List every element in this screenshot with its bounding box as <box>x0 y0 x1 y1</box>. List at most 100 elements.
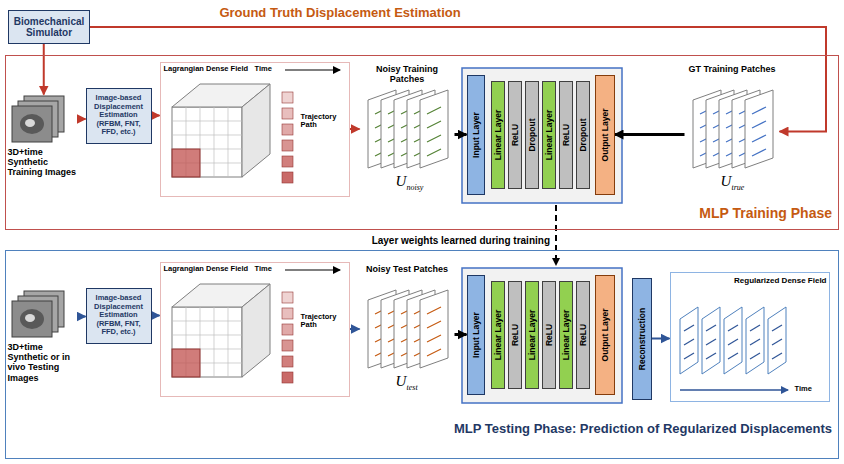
connector-arrow <box>455 333 467 336</box>
node-title: Noisy Training Patches <box>360 64 455 85</box>
trajectory-cell <box>282 108 293 119</box>
drawing-stroke <box>172 121 242 122</box>
image-slice <box>12 301 52 337</box>
connector-arrow <box>455 133 467 136</box>
layer-label: Linear Layer <box>561 309 570 360</box>
node-title: GT Training Patches <box>685 64 780 74</box>
output-layer: Output Layer <box>595 75 615 195</box>
displacement-vector <box>684 353 694 359</box>
connector-arrow <box>43 44 45 95</box>
displacement-vector <box>750 325 760 331</box>
node-label: Biomechanical Simulator <box>12 16 86 39</box>
node-label: noisy <box>407 183 447 192</box>
output-field-panel: Regularized Dense FieldTime <box>670 272 830 402</box>
drawing-stroke <box>228 307 229 377</box>
drawing-stroke <box>214 107 215 177</box>
displacement-vector <box>772 325 782 331</box>
patch-stack: Noisy Training PatchesUnoisy <box>360 62 455 202</box>
trajectory-cell <box>282 156 293 167</box>
trajectory-cell <box>282 356 293 367</box>
phase-panel: MLP Training Phase3D+time Synthetic Trai… <box>5 55 839 230</box>
field-slice <box>746 307 764 374</box>
layer-label: ReLU <box>544 323 553 345</box>
node-label: Time <box>255 65 283 74</box>
drawing-stroke <box>172 321 242 322</box>
linear-layer: Linear Layer <box>559 281 573 389</box>
output-layer: Output Layer <box>595 275 615 395</box>
patch-stack: GT Training PatchesUtrue <box>685 62 780 202</box>
node-label: Image-based Displacement Estimation (RFB… <box>90 294 148 337</box>
tracked-cube <box>172 349 200 377</box>
node-title: MLP Testing Phase: Prediction of Regular… <box>376 422 832 437</box>
estimation-box: Image-based Displacement Estimation (RFB… <box>86 88 152 144</box>
connector-arrow <box>652 338 670 340</box>
layer-label: ReLU <box>578 323 587 345</box>
layer-label: Linear Layer <box>493 309 502 360</box>
connector-arrow <box>152 315 160 317</box>
displacement-vector <box>427 307 441 314</box>
node-title: MLP Training Phase <box>666 205 832 221</box>
drawing-stroke <box>172 335 242 336</box>
displacement-vector <box>684 339 694 345</box>
field-slice <box>768 307 786 374</box>
grid-volume <box>172 107 242 177</box>
drawing-stroke <box>228 107 229 177</box>
node-title: Noisy Test Patches <box>360 264 455 274</box>
linear-layer: Linear Layer <box>491 281 505 389</box>
weights-transfer-arrow <box>555 205 557 265</box>
image-anatomy <box>25 119 35 127</box>
input-layer: Input Layer <box>467 75 485 195</box>
layer-label: Dropout <box>527 118 536 151</box>
field-slice <box>724 307 742 374</box>
tracked-cube <box>172 149 200 177</box>
displacement-vector <box>427 135 441 142</box>
displacement-vector <box>706 339 716 345</box>
relu-layer: ReLU <box>542 281 556 389</box>
displacement-vector <box>728 325 738 331</box>
drawing-stroke <box>172 135 242 136</box>
node-label: Time <box>255 265 283 274</box>
text-wrap: Biomechanical Simulator <box>9 14 89 41</box>
linear-layer: Linear Layer <box>491 81 505 189</box>
node-title: Lagrangian Dense Field <box>164 265 264 274</box>
image-stack: 3D+time Synthetic or in vivo Testing Ima… <box>8 290 80 415</box>
node-label: Time <box>795 385 827 394</box>
displacement-vector <box>752 135 766 142</box>
trajectory-cell <box>282 172 293 183</box>
time-axis <box>285 269 340 270</box>
layer-label: ReLU <box>561 123 570 145</box>
layer-label: Output Layer <box>600 308 609 361</box>
node-label: Trajectory Path <box>301 313 349 330</box>
trajectory-cell <box>282 372 293 383</box>
layer-label: Linear Layer <box>493 109 502 160</box>
node-title: Lagrangian Dense Field <box>164 65 264 74</box>
displacement-vector <box>427 349 441 356</box>
displacement-vector <box>728 339 738 345</box>
grid-volume <box>242 84 270 177</box>
displacement-vector <box>706 325 716 331</box>
displacement-vector <box>772 339 782 345</box>
displacement-vector <box>427 149 441 156</box>
image-anatomy <box>20 114 44 134</box>
connector-arrow <box>615 133 685 136</box>
connector-arrow <box>350 328 360 330</box>
trajectory-cell <box>282 324 293 335</box>
text-wrap: Image-based Displacement Estimation (RFB… <box>87 292 151 339</box>
node-label: true <box>732 183 772 192</box>
displacement-vector <box>427 321 441 328</box>
layer-label: Reconstruction <box>637 307 646 369</box>
grid-volume <box>172 307 242 377</box>
patch-stack: Noisy Test PatchesUtest <box>360 262 455 402</box>
linear-layer: Linear Layer <box>542 81 556 189</box>
relu-layer: ReLU <box>508 81 522 189</box>
relu-layer: ReLU <box>508 281 522 389</box>
layer-label: Output Layer <box>600 108 609 161</box>
dense-field-panel: Lagrangian Dense FieldTimeTrajectory Pat… <box>160 62 350 197</box>
layer-label: Input Layer <box>471 112 480 158</box>
connector-arrow <box>90 27 826 132</box>
layer-label: ReLU <box>510 323 519 345</box>
connector-arrow <box>350 128 360 130</box>
grid-volume <box>242 284 270 377</box>
trajectory-cell <box>282 292 293 303</box>
